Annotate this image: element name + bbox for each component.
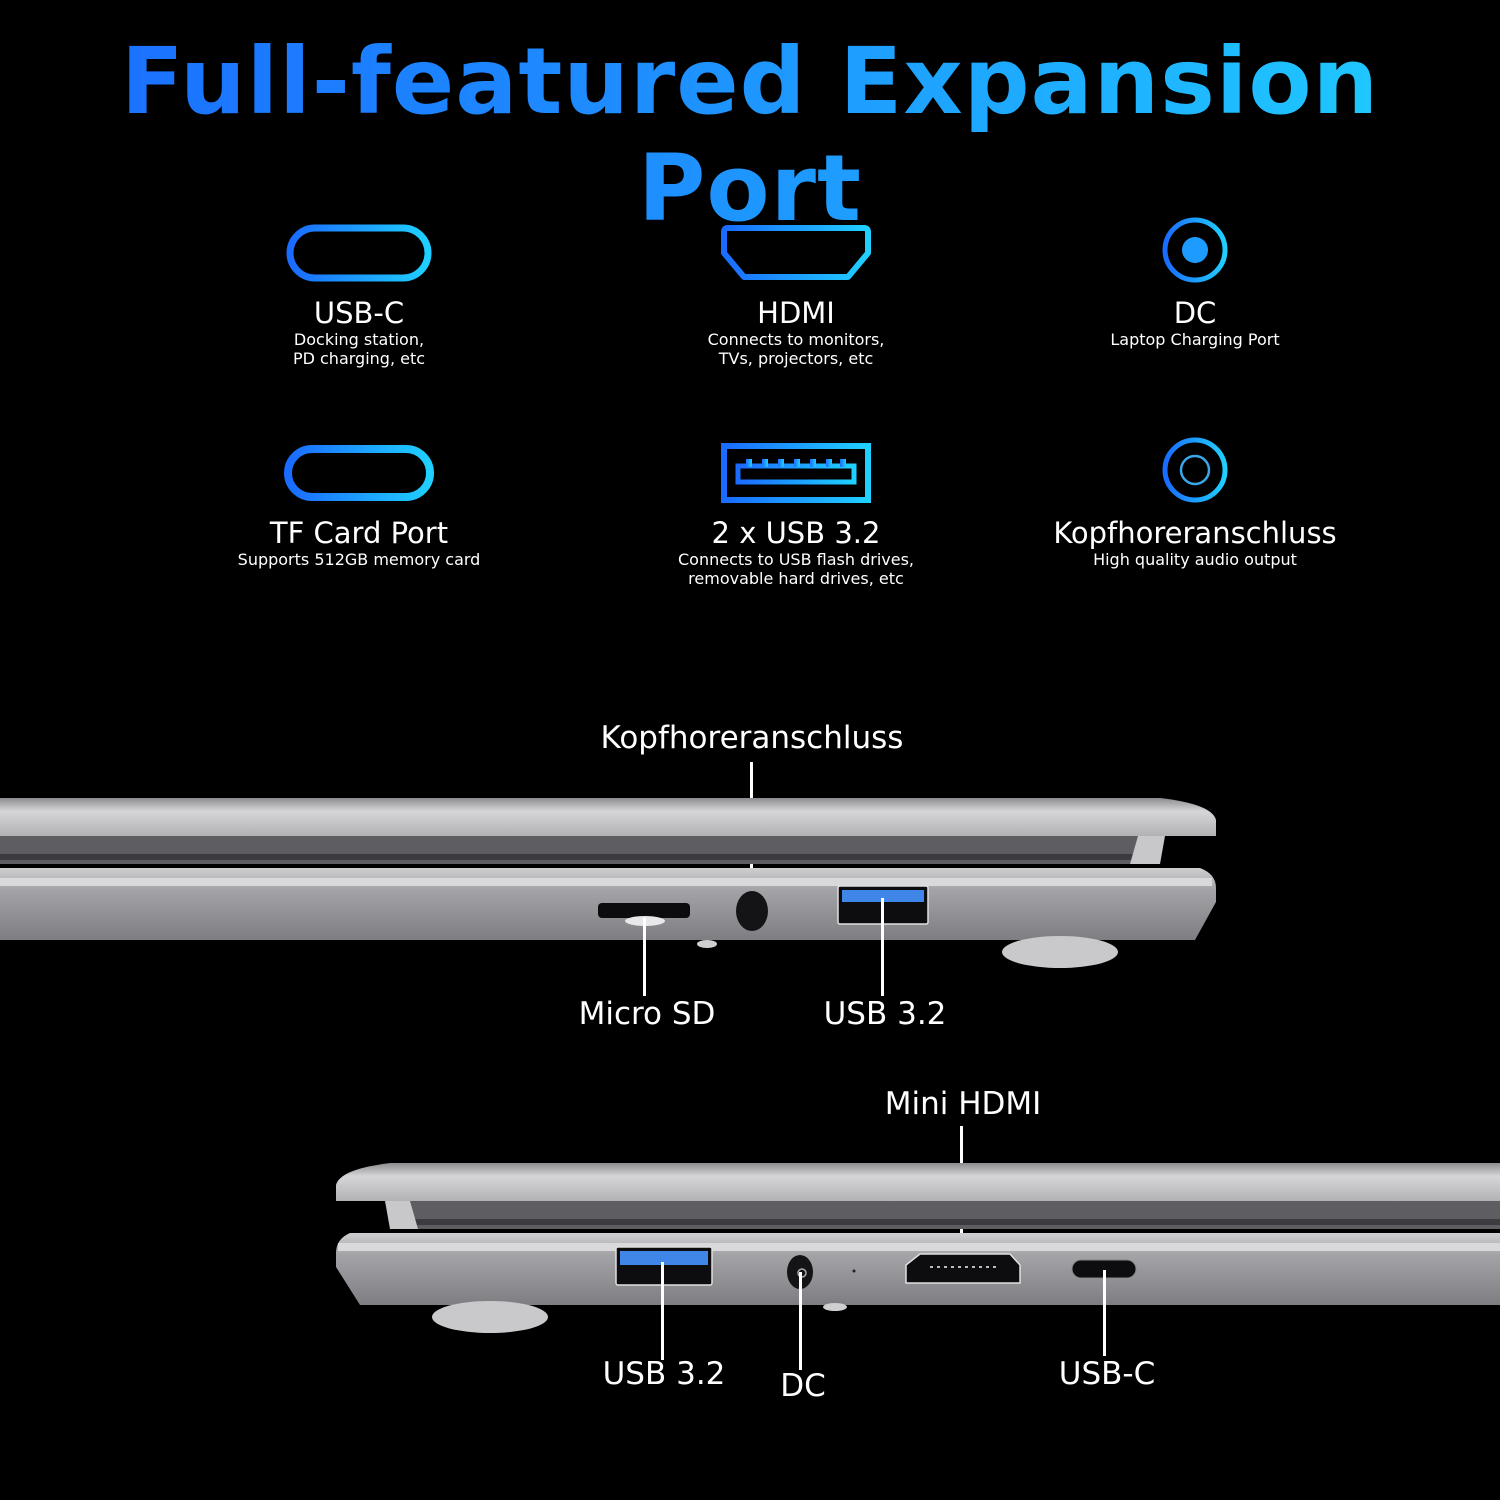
feature-name: HDMI [757,296,835,330]
headphone-jack-icon [1015,432,1375,508]
desc-line: Connects to USB flash drives, [677,550,914,569]
desc-line: PD charging, etc [292,349,426,368]
headphone-jack [736,891,768,931]
desc-line: TVs, projectors, etc [718,349,874,368]
feature-desc: Docking station, PD charging, etc [179,330,539,368]
leader-line [643,918,646,996]
desc-line: removable hard drives, etc [688,569,904,588]
feature-desc: Supports 512GB memory card [179,550,539,569]
feature-hdmi: HDMI Connects to monitors, TVs, projecto… [616,218,976,368]
desc-line: Supports 512GB memory card [237,550,481,569]
feature-name: 2 x USB 3.2 [711,516,881,550]
micro-sd-slot [598,903,690,918]
callout-label-headphone: Kopfhoreranschluss [600,720,904,756]
desc-line: Connects to monitors, [707,330,885,349]
feature-headphone: Kopfhoreranschluss High quality audio ou… [1015,432,1375,569]
leader-line [1103,1270,1106,1356]
callout-label-usb-3-2: USB 3.2 [823,996,947,1032]
usb-a-port-icon [616,438,976,508]
leader-line [881,898,884,996]
desc-line: Laptop Charging Port [1110,330,1280,349]
laptop-left-side-image [336,1163,1500,1333]
hdmi-port-icon [616,218,976,288]
page-title: Full-featured Expansion Port [0,28,1500,242]
callout-label-usb-c: USB-C [1058,1356,1156,1392]
feature-desc: Connects to monitors, TVs, projectors, e… [616,330,976,368]
feature-desc: Laptop Charging Port [1015,330,1375,349]
desc-line: High quality audio output [1093,550,1297,569]
desc-line: Docking station, [293,330,425,349]
feature-name: Kopfhoreranschluss [1053,516,1337,550]
dc-port-icon [1015,212,1375,288]
feature-name: DC [1173,296,1217,330]
mini-hdmi-port [905,1253,1021,1284]
callout-label-mini-hdmi: Mini HDMI [884,1086,1042,1122]
feature-name: USB-C [313,296,405,330]
feature-desc: Connects to USB flash drives, removable … [616,550,976,588]
feature-dc: DC Laptop Charging Port [1015,212,1375,349]
leader-line [799,1272,802,1370]
callout-label-usb-3-2: USB 3.2 [602,1356,726,1392]
tf-card-port-icon [179,438,539,508]
callout-label-micro-sd: Micro SD [578,996,716,1032]
laptop-right-side-image [0,798,1216,968]
feature-desc: High quality audio output [1015,550,1375,569]
feature-usb-c: USB-C Docking station, PD charging, etc [179,218,539,368]
usb-c-port-icon [179,218,539,288]
leader-line [661,1262,664,1360]
callout-label-dc: DC [780,1368,826,1404]
feature-usb-a: 2 x USB 3.2 Connects to USB flash drives… [616,438,976,588]
feature-name: TF Card Port [269,516,449,550]
feature-tf-card: TF Card Port Supports 512GB memory card [179,438,539,569]
